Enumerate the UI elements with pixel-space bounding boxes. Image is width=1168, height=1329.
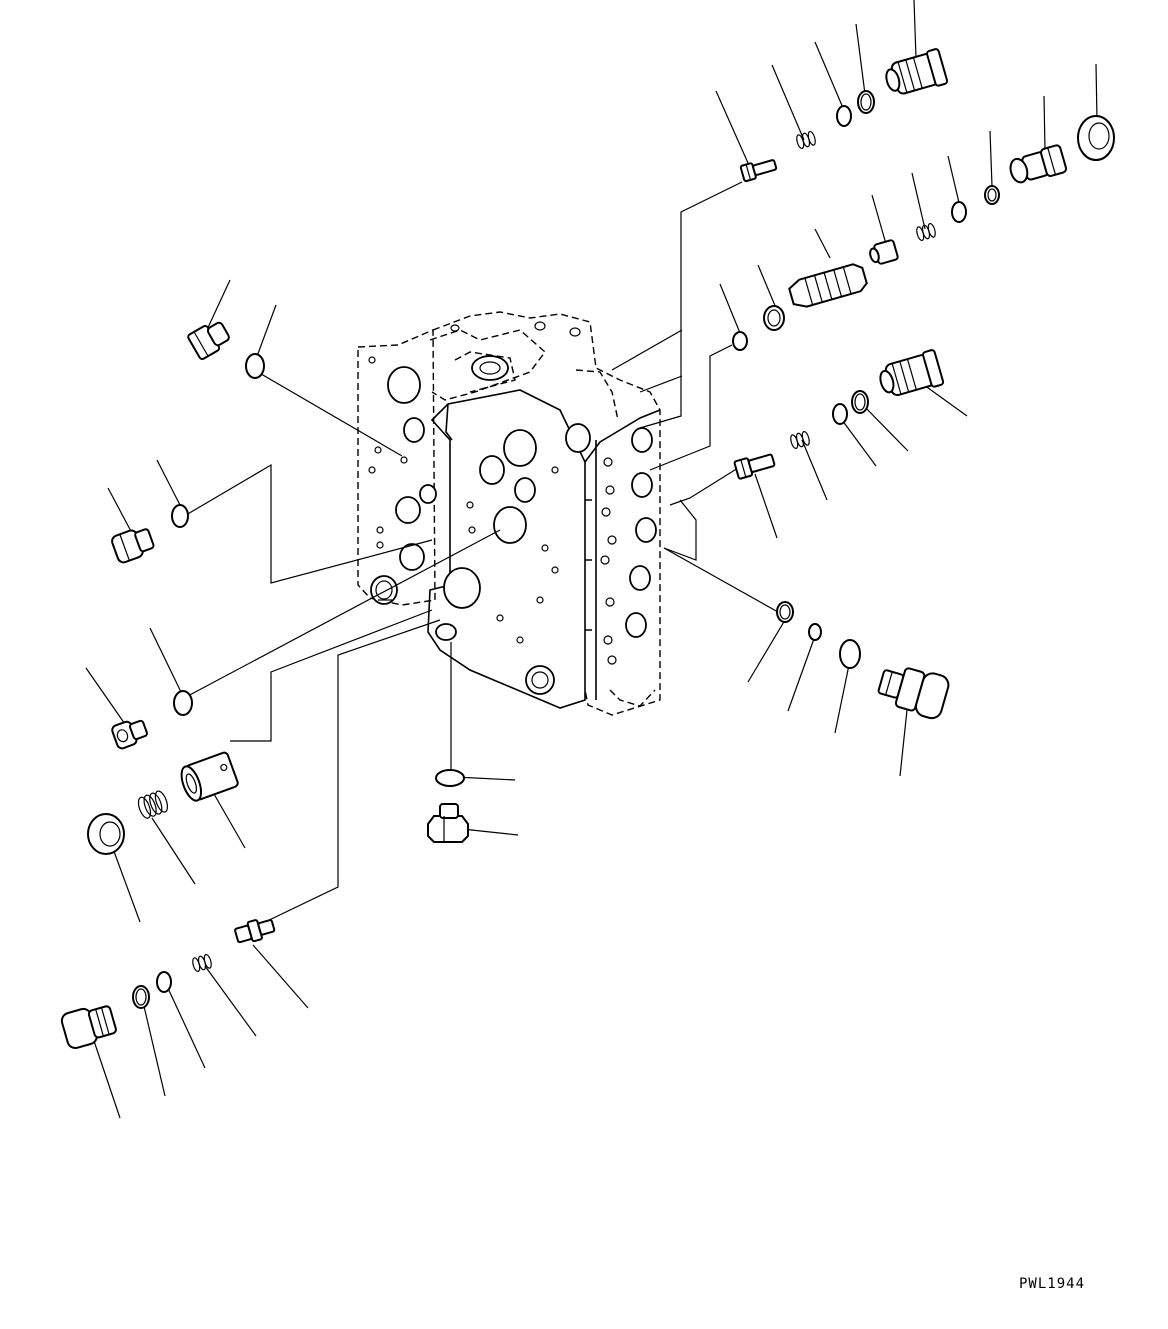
- spring-icon: [137, 790, 169, 819]
- relief-valve-icon: [879, 349, 945, 397]
- plug-icon: [60, 1005, 117, 1050]
- relief-valve-icon: [885, 48, 949, 95]
- backup-ring-icon: [984, 185, 1000, 205]
- spool-icon: [788, 263, 868, 308]
- backup-ring-icon: [87, 813, 125, 855]
- o-ring-icon: [839, 639, 861, 669]
- plug-icon: [733, 453, 776, 480]
- spring-icon: [796, 130, 816, 150]
- o-ring-icon: [171, 504, 189, 528]
- plug-icon: [877, 667, 950, 720]
- plug-icon: [427, 803, 469, 843]
- spring-icon: [192, 953, 212, 973]
- o-ring-icon: [156, 971, 172, 993]
- leader-lines: [85, 0, 1098, 1119]
- backup-ring-icon: [1077, 115, 1115, 161]
- o-ring-icon: [245, 353, 265, 379]
- o-ring-icon: [732, 331, 748, 351]
- o-ring-icon: [832, 403, 848, 425]
- backup-ring-icon: [132, 985, 150, 1009]
- plug-icon: [739, 159, 778, 183]
- backup-ring-icon: [851, 390, 869, 414]
- o-ring-icon: [836, 105, 852, 127]
- o-ring-icon: [173, 690, 193, 716]
- o-ring-icon: [951, 201, 967, 223]
- spring-icon: [916, 222, 936, 242]
- plug-icon: [111, 528, 155, 564]
- poppet-icon: [869, 239, 899, 265]
- plug-icon: [234, 919, 276, 944]
- backup-ring-icon: [763, 305, 785, 331]
- backup-ring-icon: [776, 601, 794, 623]
- spring-icon: [790, 430, 810, 450]
- backup-ring-icon: [857, 90, 875, 114]
- o-ring-icon: [435, 769, 465, 787]
- plug-icon: [111, 719, 148, 750]
- plug-icon: [187, 321, 230, 361]
- valve-body-icon: [357, 311, 661, 716]
- relief-valve-icon: [1009, 144, 1068, 184]
- o-ring-icon: [808, 623, 822, 641]
- drawing-code: PWL1944: [1019, 1276, 1086, 1292]
- sleeve-icon: [180, 751, 239, 802]
